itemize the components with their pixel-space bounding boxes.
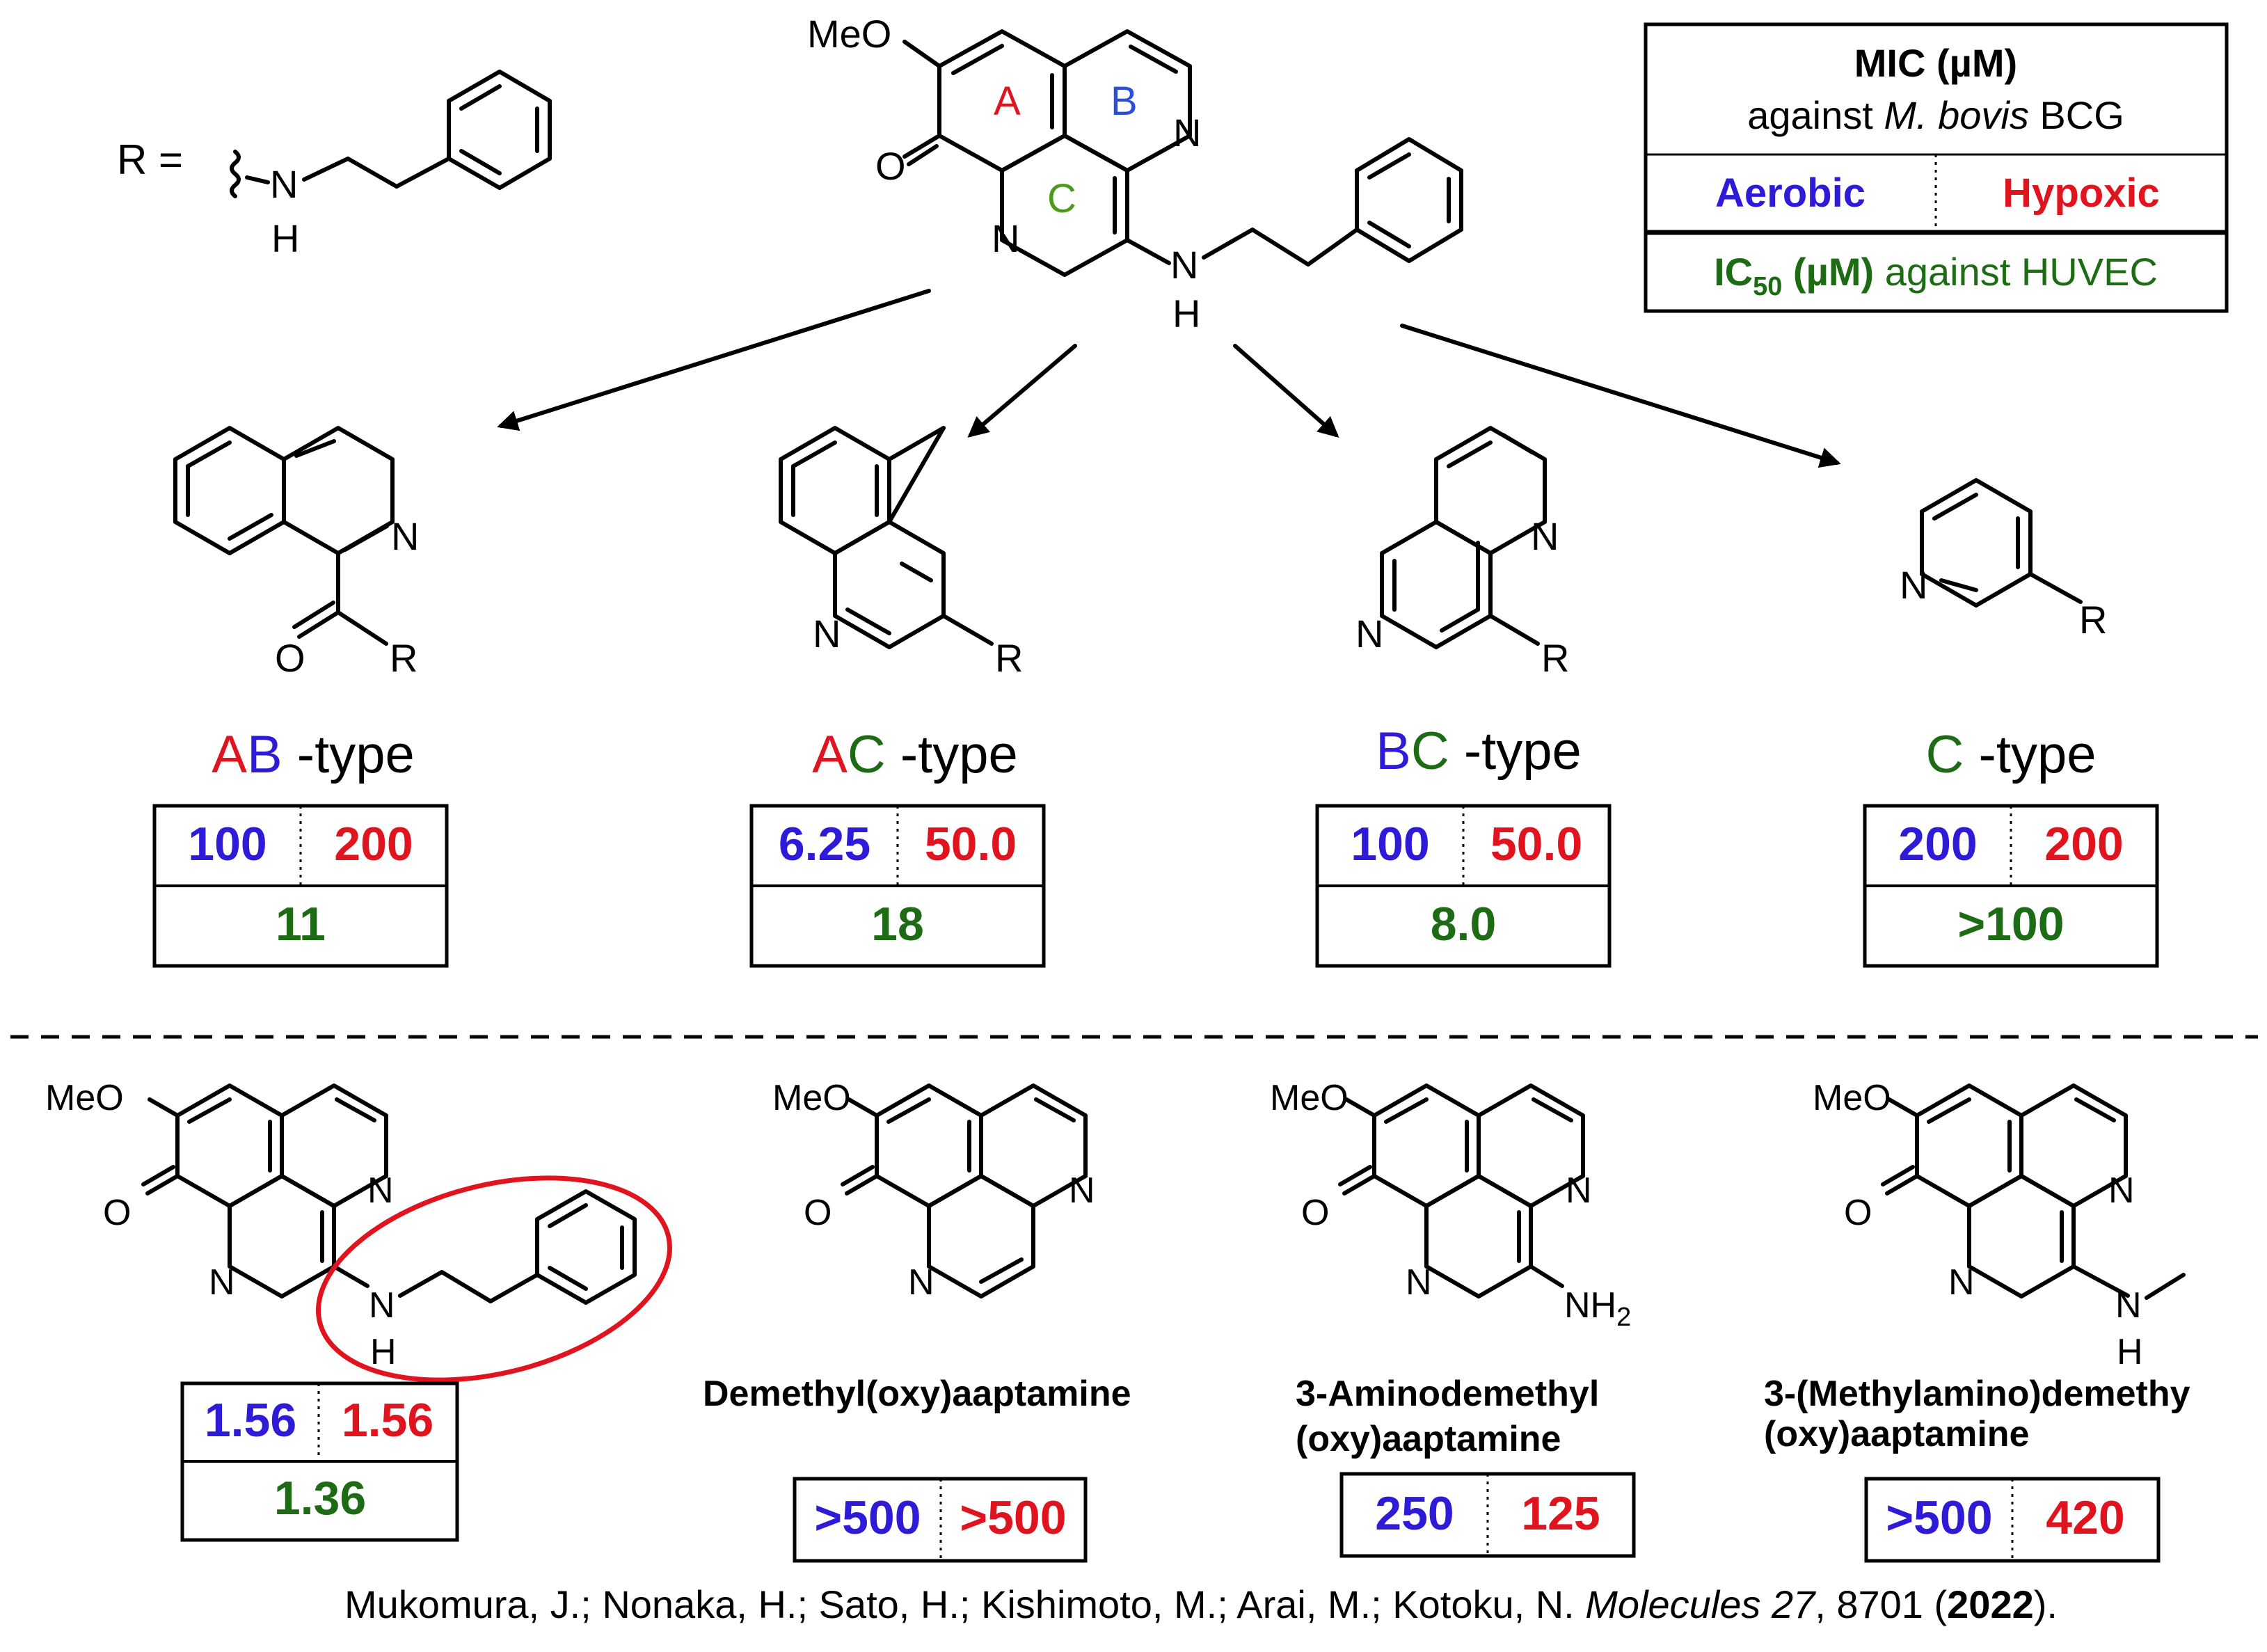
arrow-to-c: [1400, 324, 1841, 468]
c-aerobic-value: 200: [1898, 818, 1977, 871]
cmpd3-aerobic-value: 250: [1375, 1487, 1454, 1540]
cmpd2-o: O: [804, 1193, 832, 1233]
ac-huvec-value: 18: [871, 898, 924, 951]
lead-compound: MeO O N N A B C N H: [807, 12, 1463, 335]
arrow-to-bc: [1233, 344, 1339, 438]
cmpd4-n1: N: [2108, 1170, 2135, 1211]
ab-hypoxic-value: 200: [334, 818, 413, 871]
cmpd4-sub-h: H: [2117, 1332, 2143, 1372]
cmpd1-meo: MeO: [45, 1078, 124, 1118]
cmpd1-n1: N: [367, 1170, 394, 1211]
cmpd2-meo: MeO: [772, 1078, 851, 1118]
r-equals-label: R =: [117, 136, 183, 183]
cmpd3-n2: N: [1406, 1262, 1432, 1303]
arrow-to-ac: [967, 344, 1077, 438]
citation: Mukomura, J.; Nonaka, H.; Sato, H.; Kish…: [344, 1582, 2058, 1626]
legend-huvec: IC50 (µM) against HUVEC: [1714, 250, 2158, 301]
ac-r-atom: R: [995, 636, 1023, 680]
cmpd4-aerobic-value: >500: [1886, 1491, 1992, 1544]
cmpd3-name-line1: 3-Aminodemethyl: [1296, 1374, 1599, 1414]
cmpd1-n2: N: [209, 1262, 235, 1303]
highlight-ellipse: [316, 1175, 672, 1383]
r-h-atom: H: [271, 216, 299, 260]
compound-methylaminodemethyloxyaaptamine: MeO O N N N H 3-(Methylamino)demethy (ox…: [1764, 1078, 2190, 1563]
cmpd2-name: Demethyl(oxy)aaptamine: [703, 1374, 1131, 1414]
ab-r-atom: R: [390, 636, 417, 680]
cmpd3-hypoxic-value: 125: [1521, 1487, 1600, 1540]
cmpd1-sub-n: N: [369, 1285, 395, 1326]
c-huvec-value: >100: [1957, 898, 2064, 951]
cmpd4-meo: MeO: [1813, 1078, 1891, 1118]
bc-type-label: BC -type: [1376, 722, 1582, 781]
legend-box: MIC (µM) against M. bovis BCG Aerobic Hy…: [1644, 22, 2229, 313]
ab-huvec-value: 11: [276, 898, 326, 951]
cmpd4-n2: N: [1948, 1262, 1975, 1303]
bc-aerobic-value: 100: [1351, 818, 1429, 871]
cmpd1-sub-h: H: [370, 1332, 397, 1372]
legend-aerobic: Aerobic: [1715, 170, 1866, 216]
c-n-atom: N: [1900, 563, 1927, 607]
c-type-label: C -type: [1926, 725, 2097, 784]
legend-subtitle: against M. bovis BCG: [1747, 93, 2124, 137]
cmpd3-meo: MeO: [1270, 1078, 1349, 1118]
legend-hypoxic: Hypoxic: [2003, 170, 2160, 216]
ab-n-atom: N: [391, 514, 419, 558]
c-r-atom: R: [2079, 598, 2107, 642]
cmpd1-o: O: [103, 1193, 131, 1233]
compound-demethyloxyaaptamine: MeO O N N Demethyl(oxy)aaptamine >500 >5…: [703, 1078, 1131, 1563]
cmpd1-hypoxic-value: 1.56: [342, 1394, 433, 1447]
ac-aerobic-value: 6.25: [779, 818, 870, 871]
fragment-c: N R C -type 200 200 >100: [1863, 478, 2159, 968]
cmpd2-hypoxic-value: >500: [960, 1491, 1066, 1544]
cmpd3-name-line2: (oxy)aaptamine: [1296, 1419, 1561, 1459]
lead-carbonyl-o: O: [875, 144, 906, 188]
cmpd4-o: O: [1844, 1193, 1872, 1233]
c-hypoxic-value: 200: [2044, 818, 2123, 871]
legend-title: MIC (µM): [1854, 41, 2017, 85]
arrow-to-ab: [497, 289, 931, 431]
compound-aminodemethyloxyaaptamine: MeO O N N NH2 3-Aminodemethyl (oxy)aapta…: [1270, 1078, 1636, 1558]
fragment-ac: N R AC -type 6.25 50.0 18: [749, 426, 1046, 968]
cmpd4-sub-n: N: [2115, 1285, 2142, 1326]
cmpd2-aerobic-value: >500: [814, 1491, 921, 1544]
bc-hypoxic-value: 50.0: [1490, 818, 1582, 871]
fragment-bc: N N R BC -type 100 50.0 8.0: [1315, 426, 1612, 968]
ring-label-c: C: [1047, 176, 1076, 221]
cmpd2-n1: N: [1069, 1170, 1095, 1211]
cmpd3-n1: N: [1566, 1170, 1592, 1211]
attachment-wavy-bond: [230, 150, 241, 198]
lead-ring-c-n: N: [992, 216, 1019, 260]
cmpd1-aerobic-value: 1.56: [205, 1394, 296, 1447]
bc-n2-atom: N: [1355, 612, 1383, 656]
ab-o-atom: O: [275, 636, 305, 680]
lead-nh-h: H: [1172, 292, 1200, 335]
ring-label-b: B: [1111, 79, 1138, 124]
r-phenyl-ring: [447, 70, 552, 190]
ring-label-a: A: [994, 79, 1021, 124]
cmpd4-name-line2: (oxy)aaptamine: [1764, 1414, 2029, 1454]
bc-n1-atom: N: [1531, 514, 1559, 558]
lead-ring-b-n: N: [1173, 111, 1201, 154]
ab-aerobic-value: 100: [188, 818, 267, 871]
bc-huvec-value: 8.0: [1431, 898, 1497, 951]
ac-hypoxic-value: 50.0: [925, 818, 1017, 871]
cmpd3-o: O: [1301, 1193, 1329, 1233]
compound-lead-highlighted: MeO O N N N H 1.56 1.56 1.36: [45, 1078, 672, 1542]
cmpd1-huvec-value: 1.36: [274, 1472, 366, 1525]
cmpd3-nh2: NH2: [1564, 1285, 1631, 1332]
ab-type-label: AB -type: [212, 725, 414, 784]
cmpd4-hypoxic-value: 420: [2046, 1491, 2124, 1544]
fragment-ab: N O R AB -type 100 200 11: [152, 426, 449, 968]
cmpd2-n2: N: [908, 1262, 934, 1303]
ac-n-atom: N: [813, 612, 841, 656]
cmpd4-name-line1: 3-(Methylamino)demethy: [1764, 1374, 2190, 1414]
ac-type-label: AC -type: [812, 725, 1018, 784]
lead-nh-n: N: [1170, 243, 1198, 287]
bc-r-atom: R: [1541, 636, 1569, 680]
r-group-definition: R = N H: [117, 70, 552, 260]
r-n-atom: N: [270, 162, 298, 206]
lead-meo-label: MeO: [807, 12, 891, 56]
